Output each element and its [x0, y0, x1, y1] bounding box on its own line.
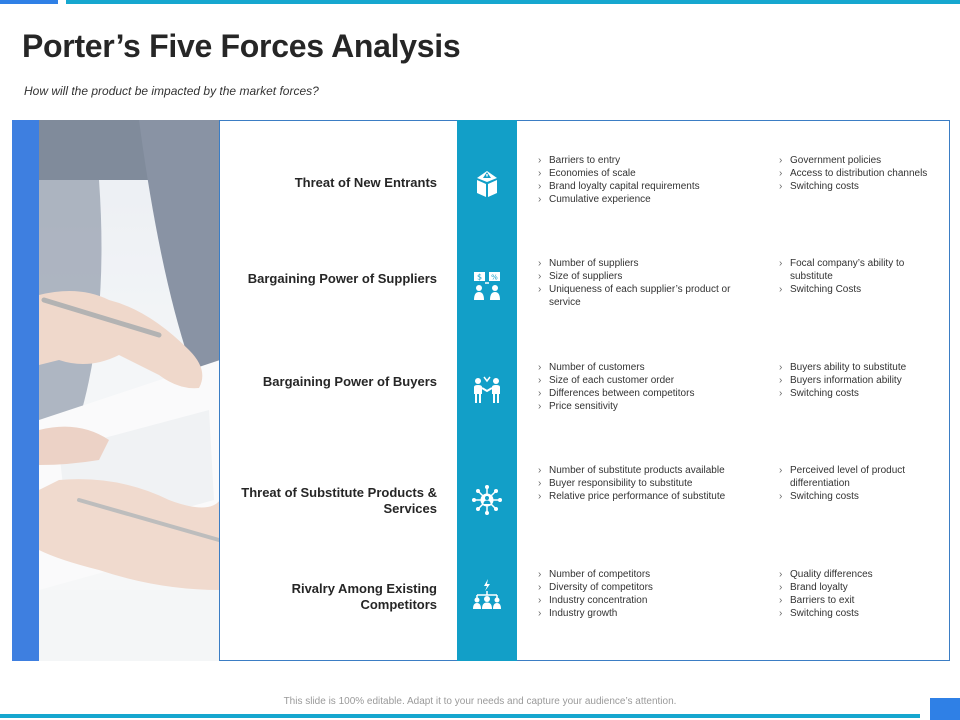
buyers-factors-a: Number of customers Size of each custome…: [537, 361, 737, 413]
suppliers-factors-b: Focal company’s ability to substitute Sw…: [778, 257, 946, 296]
buyers-factors-b: Buyers ability to substitute Buyers info…: [778, 361, 946, 400]
list-item: Number of substitute products available: [537, 464, 737, 477]
list-item: Cumulative experience: [537, 193, 737, 206]
list-item: Barriers to exit: [778, 594, 946, 607]
list-item: Switching costs: [778, 387, 946, 400]
list-item: Number of competitors: [537, 568, 737, 581]
new-entrants-factors-a: Barriers to entry Economies of scale Bra…: [537, 154, 737, 206]
competitors-group-icon: [473, 579, 501, 609]
list-item: Buyers ability to substitute: [778, 361, 946, 374]
suppliers-factors-a: Number of suppliers Size of suppliers Un…: [537, 257, 737, 309]
list-item: Price sensitivity: [537, 400, 737, 413]
network-hub-icon: [472, 485, 502, 515]
list-item: Buyer responsibility to substitute: [537, 477, 737, 490]
list-item: Industry growth: [537, 607, 737, 620]
page-title: Porter’s Five Forces Analysis: [22, 28, 461, 64]
photo-illustration: [39, 120, 220, 661]
list-item: Size of each customer order: [537, 374, 737, 387]
list-item: Size of suppliers: [537, 270, 737, 283]
photo-accent-strip: [12, 120, 39, 661]
new-entrants-factors-b: Government policies Access to distributi…: [778, 154, 946, 193]
top-accent-bar: [0, 0, 58, 4]
list-item: Perceived level of product differentiati…: [778, 464, 946, 490]
substitutes-factors-a: Number of substitute products available …: [537, 464, 737, 503]
list-item: Switching costs: [778, 490, 946, 503]
list-item: Relative price performance of substitute: [537, 490, 737, 503]
list-item: Barriers to entry: [537, 154, 737, 167]
force-label-new-entrants: Threat of New Entrants: [294, 175, 437, 190]
top-rule: [66, 0, 960, 4]
list-item: Uniqueness of each supplier’s product or…: [537, 283, 737, 309]
force-label-rivalry: Rivalry Among Existing Competitors: [291, 581, 437, 612]
force-label-buyers: Bargaining Power of Buyers: [262, 374, 437, 389]
hands-tablet-photo: [12, 120, 220, 661]
list-item: Diversity of competitors: [537, 581, 737, 594]
list-item: Differences between competitors: [537, 387, 737, 400]
list-item: Economies of scale: [537, 167, 737, 180]
page-subtitle: How will the product be impacted by the …: [24, 84, 319, 98]
footer-note: This slide is 100% editable. Adapt it to…: [283, 696, 677, 707]
buyers-handshake-icon: [474, 376, 500, 403]
list-item: Industry concentration: [537, 594, 737, 607]
suppliers-exchange-icon: $ %: [474, 272, 500, 300]
list-item: Brand loyalty capital requirements: [537, 180, 737, 193]
list-item: Quality differences: [778, 568, 946, 581]
list-item: Switching costs: [778, 607, 946, 620]
force-label-suppliers: Bargaining Power of Suppliers: [247, 271, 437, 286]
list-item: Focal company’s ability to substitute: [778, 257, 946, 283]
svg-text:%: %: [491, 274, 498, 282]
rivalry-factors-b: Quality differences Brand loyalty Barrie…: [778, 568, 946, 620]
list-item: Access to distribution channels: [778, 167, 946, 180]
bottom-accent-square: [930, 698, 960, 720]
warning-box-icon: [477, 171, 497, 197]
rivalry-factors-a: Number of competitors Diversity of compe…: [537, 568, 737, 620]
list-item: Number of customers: [537, 361, 737, 374]
list-item: Buyers information ability: [778, 374, 946, 387]
bottom-rule: [0, 714, 920, 718]
list-item: Brand loyalty: [778, 581, 946, 594]
list-item: Switching costs: [778, 180, 946, 193]
list-item: Government policies: [778, 154, 946, 167]
list-item: Number of suppliers: [537, 257, 737, 270]
substitutes-factors-b: Perceived level of product differentiati…: [778, 464, 946, 503]
list-item: Switching Costs: [778, 283, 946, 296]
force-label-substitutes: Threat of Substitute Products & Services: [241, 485, 437, 516]
svg-text:$: $: [477, 273, 482, 282]
